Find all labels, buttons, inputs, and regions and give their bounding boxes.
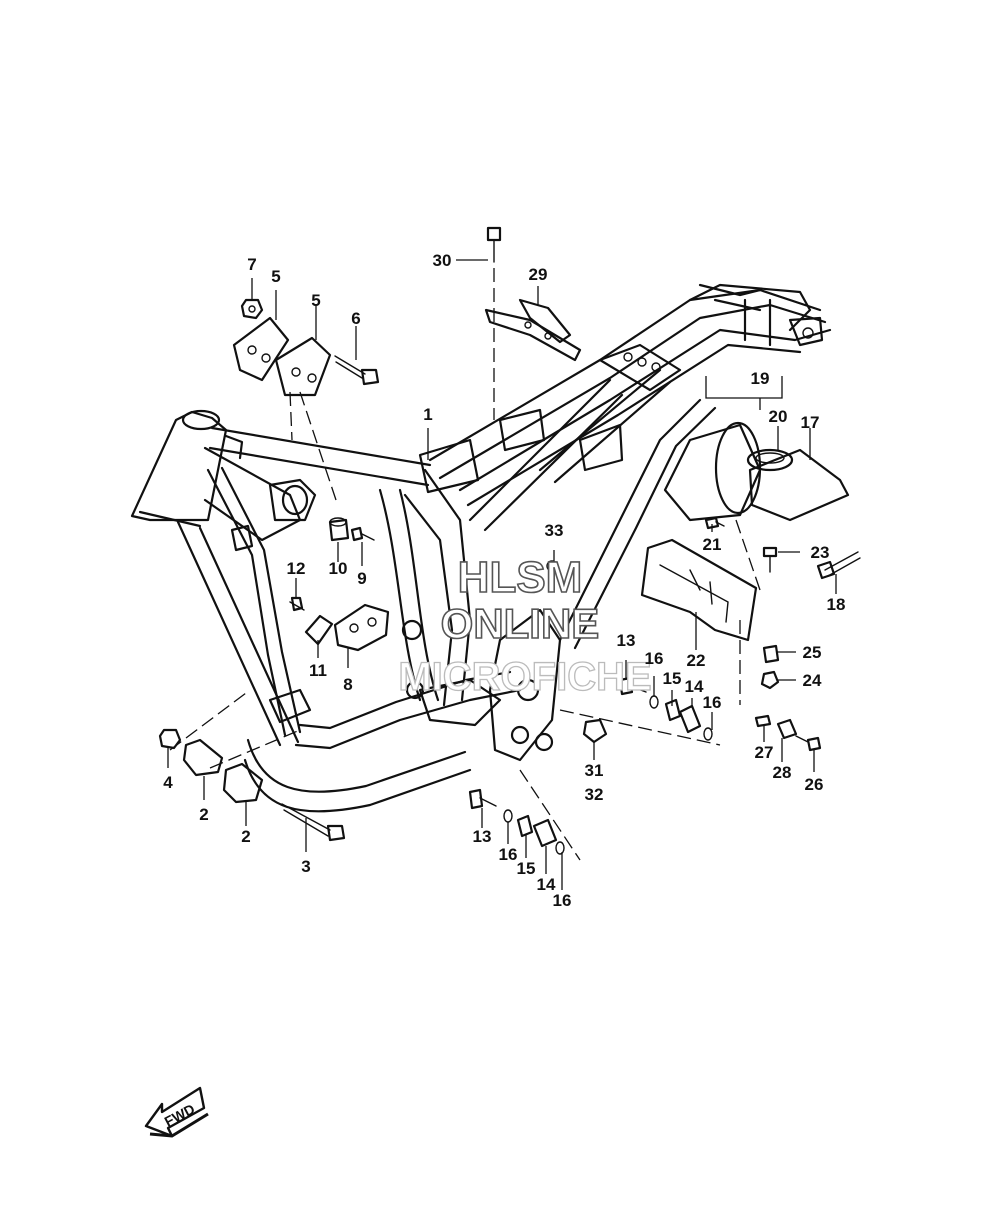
callout-4: 4 — [163, 773, 173, 792]
lower-brackets-2-3-4 — [158, 728, 346, 842]
callout-33: 33 — [545, 521, 564, 540]
callout-3: 3 — [301, 857, 310, 876]
callout-21: 21 — [703, 535, 722, 554]
callout-28: 28 — [773, 763, 792, 782]
fwd-arrow: FWD — [144, 1086, 209, 1138]
callout-9: 9 — [357, 569, 366, 588]
callout-31: 31 — [585, 761, 604, 780]
callout-5b: 5 — [311, 291, 320, 310]
callout-22: 22 — [687, 651, 706, 670]
side-parts-17-28 — [640, 421, 861, 752]
mount-collar-and-bolt — [328, 517, 375, 542]
callout-30: 30 — [433, 251, 452, 270]
callout-17: 17 — [801, 413, 820, 432]
watermark-line2: ONLINE — [441, 600, 600, 647]
callout-15a: 15 — [663, 669, 682, 688]
callout-18: 18 — [827, 595, 846, 614]
callout-14b: 14 — [537, 875, 556, 894]
callout-14a: 14 — [685, 677, 704, 696]
leader-lines — [167, 259, 837, 890]
callout-12: 12 — [287, 559, 306, 578]
callout-24: 24 — [803, 671, 822, 690]
engine-mount-brackets — [232, 298, 380, 397]
watermark-line1: HLSM — [458, 553, 583, 602]
top-bracket-29-bolt-30 — [484, 226, 582, 362]
main-frame — [130, 283, 832, 813]
callout-1: 1 — [423, 405, 432, 424]
callout-13a: 13 — [617, 631, 636, 650]
callout-6: 6 — [351, 309, 360, 328]
callout-19: 19 — [751, 369, 770, 388]
callout-15b: 15 — [517, 859, 536, 878]
callout-16b: 16 — [703, 693, 722, 712]
callout-11: 11 — [309, 661, 327, 680]
damper-parts — [468, 560, 713, 855]
callout-5a: 5 — [271, 267, 280, 286]
callout-13b: 13 — [473, 827, 492, 846]
callout-29: 29 — [529, 265, 548, 284]
callout-20: 20 — [769, 407, 788, 426]
callout-10: 10 — [329, 559, 348, 578]
assembly-dashed-lines — [169, 268, 761, 861]
callout-16c: 16 — [499, 845, 518, 864]
callout-23: 23 — [811, 543, 830, 562]
callout-2a: 2 — [199, 805, 208, 824]
callout-32: 32 — [585, 785, 604, 804]
bracket-8-clamp-11-bolt-12 — [289, 596, 390, 652]
callout-labels: 1 2 2 3 4 5 5 6 7 8 9 10 11 12 13 13 14 … — [163, 251, 845, 910]
callout-25: 25 — [803, 643, 822, 662]
callout-7: 7 — [247, 255, 256, 274]
callout-27: 27 — [755, 743, 774, 762]
callout-26: 26 — [805, 775, 824, 794]
callout-2b: 2 — [241, 827, 250, 846]
watermark: HLSM ONLINE MICROFICHE — [398, 552, 653, 699]
callout-16d: 16 — [553, 891, 572, 910]
callout-8: 8 — [343, 675, 352, 694]
callout-16a: 16 — [645, 649, 664, 668]
watermark-line3: MICROFICHE — [398, 655, 651, 699]
